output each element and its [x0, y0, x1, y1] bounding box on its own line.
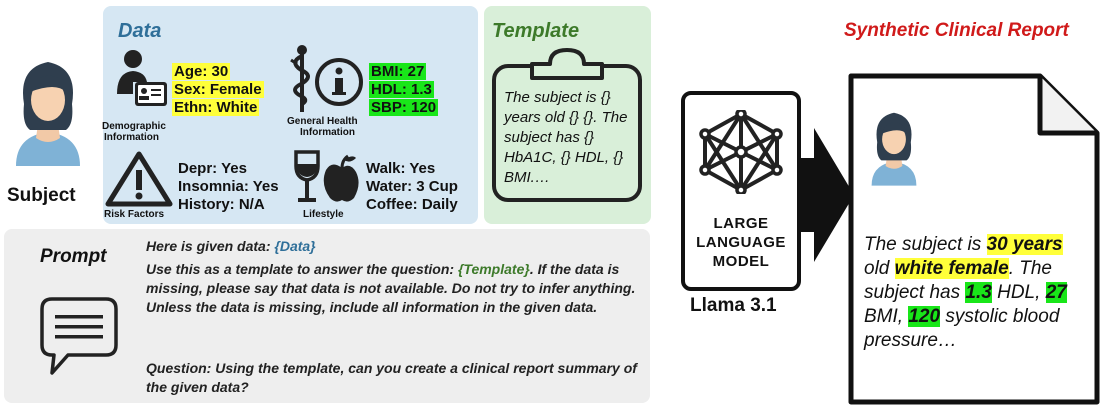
neural-network-icon: [699, 108, 783, 196]
llm-name: Llama 3.1: [690, 295, 777, 316]
prompt-panel: [4, 229, 650, 403]
report-text-4: HDL,: [991, 282, 1046, 303]
prompt-line-1: Here is given data: {Data}: [146, 237, 646, 256]
demographic-caption-2: Information: [104, 132, 159, 143]
sex-value: Sex: Female: [172, 81, 264, 98]
report-hdl-highlight: 1.3: [965, 282, 992, 303]
depression-value: Depr: Yes: [178, 160, 247, 177]
llm-label-line-2: LANGUAGE: [696, 234, 786, 251]
lifestyle-caption: Lifestyle: [303, 209, 344, 220]
prompt-data-prefix: Here is given data:: [146, 238, 275, 254]
demographic-values: Age: 30 Sex: Female Ethn: White: [172, 63, 264, 117]
health-values: BMI: 27 HDL: 1.3 SBP: 120: [369, 63, 439, 117]
report-text-6: systolic blood pressure…: [864, 306, 1060, 351]
wine-apple-icon: [292, 150, 360, 206]
prompt-question: Question: Using the template, can you cr…: [146, 360, 637, 395]
insomnia-value: Insomnia: Yes: [178, 178, 279, 195]
report-age-highlight: 30 years: [986, 234, 1063, 255]
report-bmi-highlight: 27: [1045, 282, 1067, 303]
report-text-1: The subject is: [864, 234, 987, 255]
demographic-caption-1: Demographic: [102, 121, 166, 132]
report-text: The subject is 30 years old white female…: [864, 233, 1089, 353]
subject-label: Subject: [7, 185, 76, 206]
prompt-line-2: Use this as a template to answer the que…: [146, 260, 646, 317]
template-panel-title: Template: [492, 20, 580, 42]
hdl-value: HDL: 1.3: [369, 81, 434, 98]
clipboard-icon: [488, 44, 646, 204]
report-ethnicity-sex-highlight: white female: [894, 258, 1009, 279]
health-caption-2: Information: [300, 127, 355, 138]
lifestyle-values: Walk: Yes Water: 3 Cup Coffee: Daily: [366, 160, 458, 214]
template-panel: [484, 6, 651, 224]
report-sbp-highlight: 120: [908, 306, 941, 327]
arrow-icon: [800, 128, 854, 262]
ethnicity-value: Ethn: White: [172, 99, 260, 116]
risk-values: Depr: Yes Insomnia: Yes History: N/A: [178, 160, 279, 214]
report-text-3: . The subject has: [864, 258, 1052, 303]
demographic-icon: [113, 48, 169, 108]
prompt-template-prefix: Use this as a template to answer the que…: [146, 261, 458, 277]
walk-value: Walk: Yes: [366, 160, 436, 177]
report-text-2: old: [864, 258, 895, 279]
risk-caption: Risk Factors: [104, 209, 165, 220]
report-title: Synthetic Clinical Report: [844, 20, 1069, 41]
llm-label-line-1: LARGE: [713, 215, 769, 232]
data-panel-title: Data: [118, 20, 162, 42]
sbp-value: SBP: 120: [369, 99, 439, 116]
water-value: Water: 3 Cup: [366, 178, 458, 195]
prompt-template-token: {Template}: [457, 261, 530, 277]
report-avatar: [866, 102, 922, 188]
bmi-value: BMI: 27: [369, 63, 427, 80]
prompt-data-token: {Data}: [274, 238, 316, 254]
warning-icon: [104, 150, 174, 208]
history-value: History: N/A: [178, 196, 265, 213]
report-text-5: BMI,: [864, 306, 909, 327]
health-caption-1: General Health: [287, 116, 358, 127]
chat-bubble-icon: [38, 295, 120, 377]
subject-avatar: [8, 48, 88, 168]
prompt-template-suffix: . If the data is missing, please say tha…: [146, 261, 636, 315]
llm-label: LARGE LANGUAGE MODEL: [681, 214, 801, 271]
coffee-value: Coffee: Daily: [366, 196, 458, 213]
age-value: Age: 30: [172, 63, 231, 80]
health-info-icon: [287, 42, 367, 114]
prompt-label: Prompt: [40, 246, 107, 267]
template-text: The subject is {} years old {} {}. The s…: [504, 89, 628, 186]
llm-label-line-3: MODEL: [712, 253, 770, 270]
